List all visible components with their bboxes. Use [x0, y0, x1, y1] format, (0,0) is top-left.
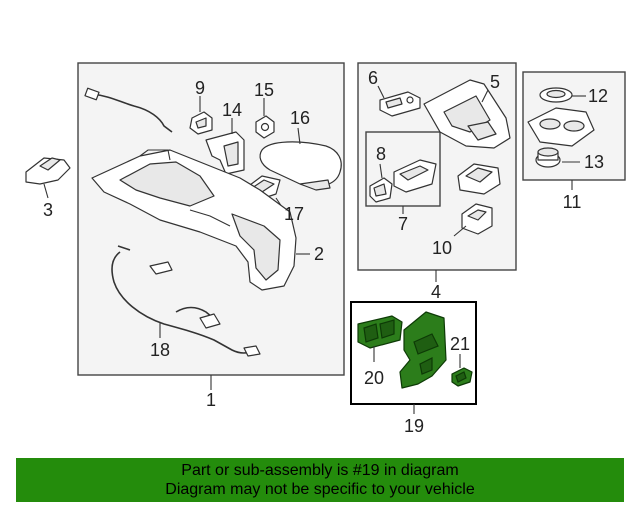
part-13-knob [535, 147, 580, 168]
callout-15: 15 [254, 80, 274, 100]
part-9-clip [189, 96, 213, 135]
callout-11: 11 [563, 192, 582, 212]
info-banner: Part or sub-assembly is #19 in diagram D… [16, 458, 624, 502]
part-10-holder [453, 203, 493, 237]
callout-21: 21 [450, 334, 470, 354]
callout-9: 9 [195, 78, 205, 98]
part-19-side-panel [399, 311, 447, 389]
callout-12: 12 [588, 86, 608, 106]
callout-4: 4 [431, 282, 441, 302]
part-wire-top [84, 87, 173, 133]
callout-14: 14 [222, 100, 242, 120]
callout-18: 18 [150, 340, 170, 360]
part-20-switch-panel [357, 315, 403, 362]
part-21-clip [451, 354, 473, 387]
banner-line-2: Diagram may not be specific to your vehi… [165, 481, 475, 498]
callout-17: 17 [284, 204, 304, 224]
callout-1: 1 [206, 390, 216, 410]
callout-2: 2 [314, 244, 324, 264]
part-12-cap [539, 87, 586, 103]
callout-10: 10 [432, 238, 452, 258]
part-6-switch [377, 85, 421, 117]
part-14-bracket [205, 118, 245, 175]
part-5-bezel [423, 79, 511, 149]
callout-19: 19 [404, 416, 424, 436]
callout-16: 16 [290, 108, 310, 128]
part-3-bracket [25, 157, 71, 199]
callout-6: 6 [368, 68, 378, 88]
banner-line-1: Part or sub-assembly is #19 in diagram [181, 462, 459, 479]
part-11-cupholder-base [527, 107, 595, 190]
part-7-tray [393, 159, 437, 214]
part-18-wiring-harness [111, 245, 261, 357]
part-15-nut [255, 98, 275, 139]
part-cupholder-insert [457, 163, 501, 195]
part-8-plug [369, 163, 393, 203]
callout-20: 20 [364, 368, 384, 388]
callout-8: 8 [376, 144, 386, 164]
part-16-armrest [259, 127, 342, 191]
callout-3: 3 [43, 200, 53, 220]
part-2-console-body [91, 149, 310, 291]
callout-7: 7 [398, 214, 408, 234]
callout-5: 5 [490, 72, 500, 92]
callout-13: 13 [584, 152, 604, 172]
